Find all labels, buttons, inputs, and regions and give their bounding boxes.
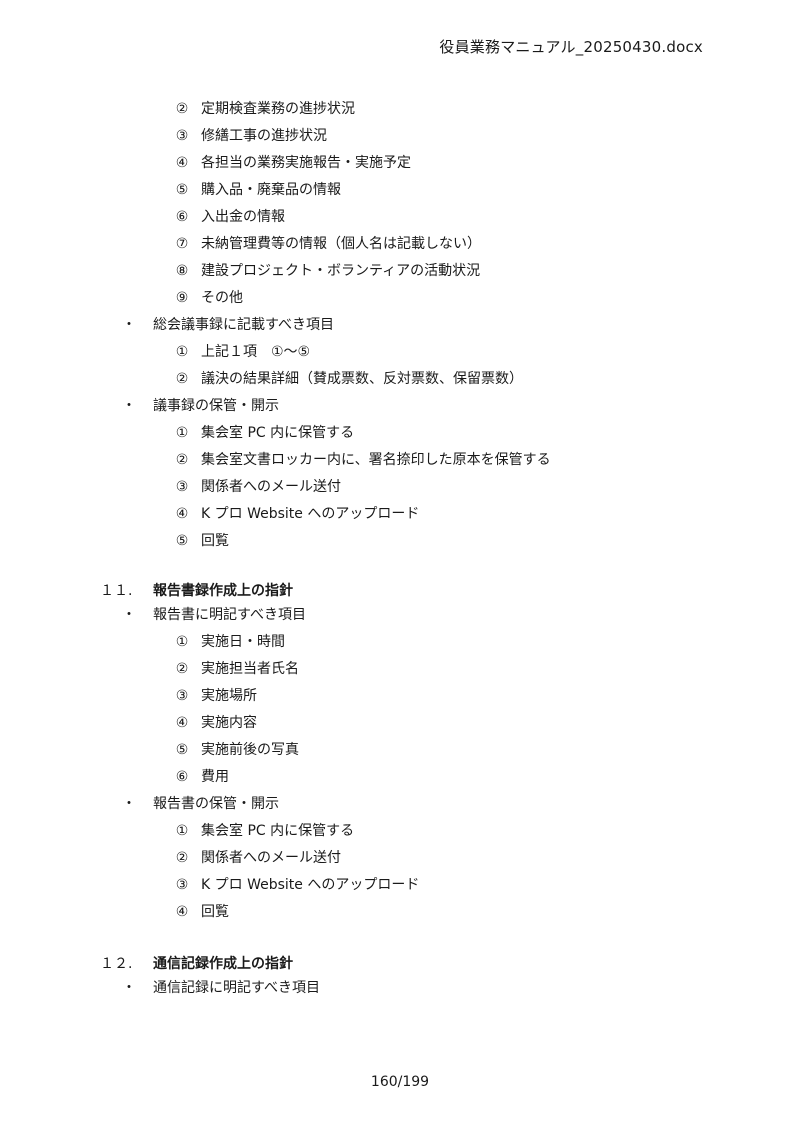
- page-header-filename: 役員業務マニュアル_20250430.docx: [439, 38, 703, 56]
- page-number: 160/199: [370, 1074, 430, 1090]
